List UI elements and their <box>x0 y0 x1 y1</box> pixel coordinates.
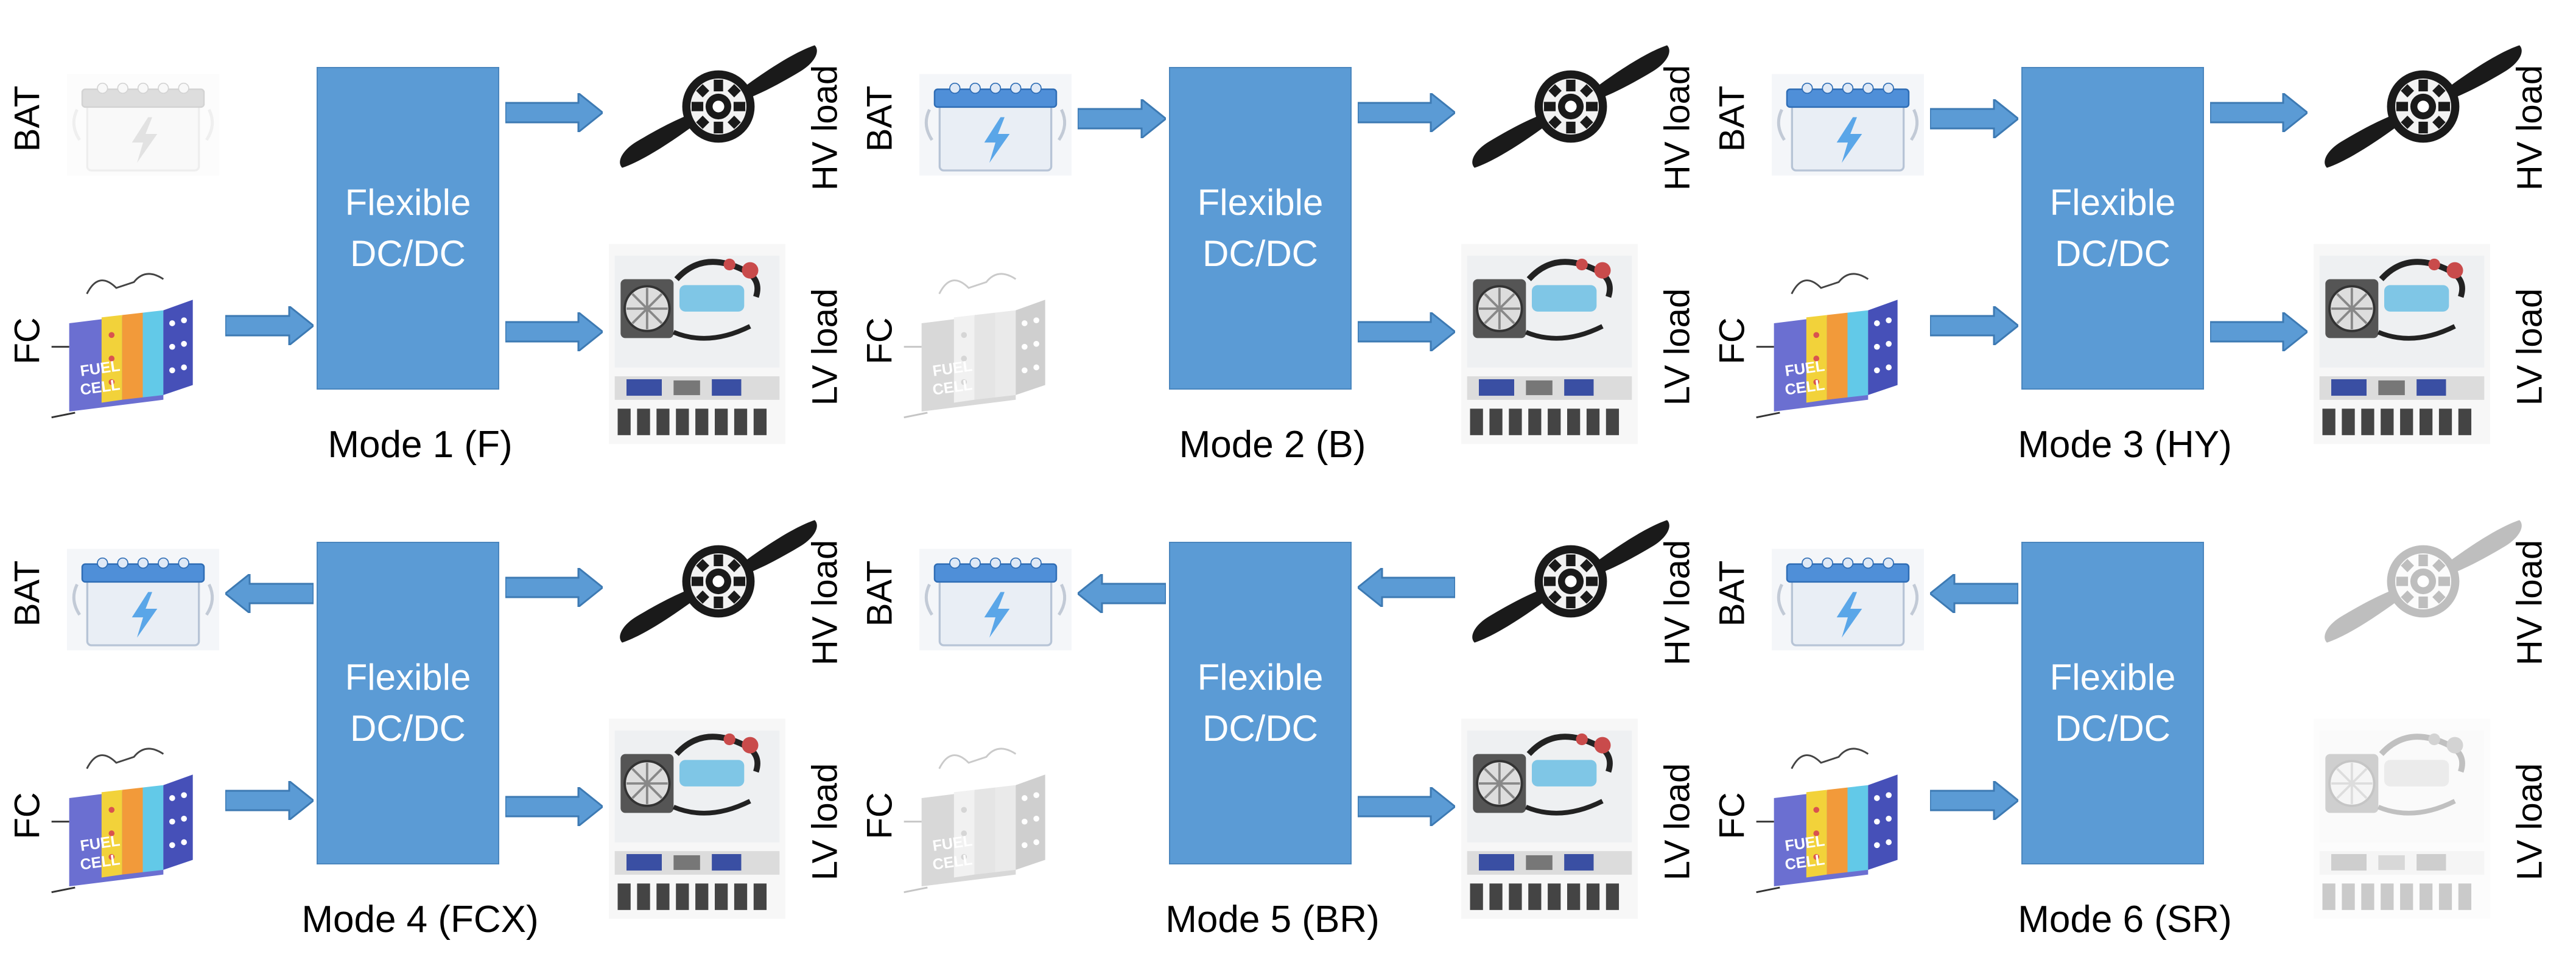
fuel-cell-icon <box>46 256 222 426</box>
converter-line-1: Flexible <box>1197 657 1324 698</box>
converter-to-lv-arrow <box>504 785 605 829</box>
hv-label: HV load <box>1657 65 1697 191</box>
battery-icon <box>919 542 1072 657</box>
bat-label: BAT <box>860 85 900 152</box>
hv-label: HV load <box>805 65 845 191</box>
mode-title: Mode 6 (SR) <box>2018 899 2232 941</box>
converter-to-lv-arrow <box>1356 785 1457 829</box>
lv-load-icon <box>1461 712 1638 925</box>
battery-icon <box>919 67 1072 183</box>
converter-to-hv-arrow <box>504 91 605 135</box>
lv-load-icon <box>2314 712 2490 925</box>
mode-title: Mode 2 (B) <box>1179 424 1366 466</box>
bat-label: BAT <box>1712 85 1752 152</box>
bat-to-converter-arrow <box>1929 97 2020 141</box>
battery-icon <box>1772 67 1924 183</box>
converter-to-lv-arrow <box>1356 310 1457 354</box>
hv-to-converter-arrow <box>1356 566 1456 610</box>
fuel-cell-icon <box>46 731 222 901</box>
converter-line-2: DC/DC <box>350 233 466 274</box>
bat-label: BAT <box>7 85 47 152</box>
hv-label: HV load <box>805 539 845 666</box>
converter-to-hv-arrow <box>2209 91 2309 135</box>
propeller-icon <box>1461 37 1680 177</box>
fc-to-converter-arrow <box>1929 304 2020 348</box>
lv-label: LV load <box>805 763 845 881</box>
converter-to-hv-arrow <box>504 566 605 610</box>
battery-icon <box>67 67 219 183</box>
lv-load-icon <box>609 237 785 450</box>
converter-line-2: DC/DC <box>350 708 466 749</box>
propeller-icon <box>609 37 828 177</box>
fuel-cell-icon <box>898 256 1075 426</box>
converter-line-1: Flexible <box>2049 657 2176 698</box>
converter-to-bat-arrow <box>1928 572 2020 616</box>
converter-to-hv-arrow <box>1356 91 1457 135</box>
mode-title: Mode 4 (FCX) <box>301 899 539 941</box>
mode-title: Mode 3 (HY) <box>2018 424 2232 466</box>
battery-icon <box>67 542 219 657</box>
converter-line-1: Flexible <box>2049 182 2176 223</box>
fc-to-converter-arrow <box>1929 779 2020 823</box>
lv-label: LV load <box>1657 288 1697 406</box>
bat-label: BAT <box>860 560 900 627</box>
lv-load-icon <box>609 712 785 925</box>
fc-label: FC <box>7 317 47 365</box>
propeller-icon <box>1461 511 1680 651</box>
converter-to-bat-arrow <box>223 572 315 616</box>
fc-label: FC <box>860 792 900 839</box>
propeller-icon <box>2314 511 2533 651</box>
converter-line-2: DC/DC <box>2055 708 2171 749</box>
lv-label: LV load <box>2510 763 2550 881</box>
lv-label: LV load <box>2510 288 2550 406</box>
lv-load-icon <box>2314 237 2490 450</box>
converter-line-1: Flexible <box>1197 182 1324 223</box>
hv-label: HV load <box>1657 539 1697 666</box>
propeller-icon <box>609 511 828 651</box>
battery-icon <box>1772 542 1924 657</box>
lv-load-icon <box>1461 237 1638 450</box>
hv-label: HV load <box>2510 65 2550 191</box>
converter-to-bat-arrow <box>1076 572 1167 616</box>
fuel-cell-icon <box>1750 731 1927 901</box>
fuel-cell-icon <box>1750 256 1927 426</box>
fc-label: FC <box>1712 792 1752 839</box>
fuel-cell-icon <box>898 731 1075 901</box>
converter-line-2: DC/DC <box>1202 233 1318 274</box>
fc-label: FC <box>7 792 47 839</box>
propeller-icon <box>2314 37 2533 177</box>
converter-line-2: DC/DC <box>2055 233 2171 274</box>
mode-title: Mode 1 (F) <box>328 424 513 466</box>
converter-line-1: Flexible <box>345 657 471 698</box>
lv-label: LV load <box>1657 763 1697 881</box>
hv-label: HV load <box>2510 539 2550 666</box>
mode-title: Mode 5 (BR) <box>1165 899 1380 941</box>
bat-label: BAT <box>7 560 47 627</box>
fc-label: FC <box>860 317 900 365</box>
fc-to-converter-arrow <box>224 304 315 348</box>
fc-to-converter-arrow <box>224 779 315 823</box>
converter-line-1: Flexible <box>345 182 471 223</box>
fc-label: FC <box>1712 317 1752 365</box>
lv-label: LV load <box>805 288 845 406</box>
converter-to-lv-arrow <box>504 310 605 354</box>
bat-to-converter-arrow <box>1076 97 1168 141</box>
converter-line-2: DC/DC <box>1202 708 1318 749</box>
bat-label: BAT <box>1712 560 1752 627</box>
converter-to-lv-arrow <box>2209 310 2309 354</box>
